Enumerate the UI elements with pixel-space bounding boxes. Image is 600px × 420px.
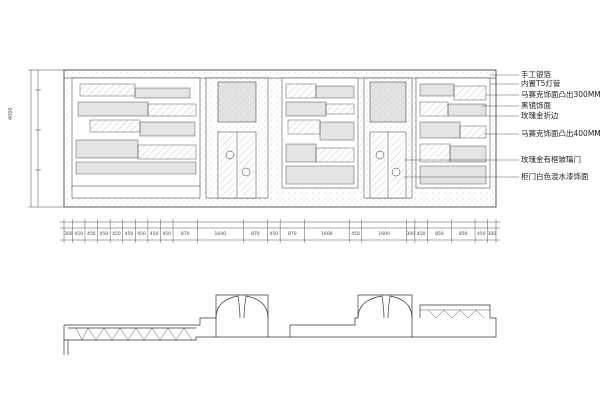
dimension-label: 450 bbox=[99, 232, 109, 237]
overall-height-label: 4000 bbox=[8, 107, 14, 120]
dimension-label: 450 bbox=[269, 232, 279, 237]
dimension-label: 1640 bbox=[214, 232, 226, 237]
dimension-label: 450 bbox=[112, 232, 121, 237]
dimension-label: 850 bbox=[458, 232, 468, 237]
annotation-label: 玫瑰金有框玻璃门 bbox=[521, 155, 581, 164]
dimension-label: 1600 bbox=[321, 232, 333, 237]
dimension-label: 300 bbox=[64, 232, 73, 237]
plan-view bbox=[63, 294, 497, 355]
annotation-label: 手工银箔 bbox=[521, 70, 551, 79]
dimension-label: 450 bbox=[137, 232, 146, 237]
dimension-label: 450 bbox=[124, 232, 134, 237]
annotation-leaders bbox=[404, 74, 519, 178]
dimension-label: 300 bbox=[406, 232, 416, 237]
annotation-label: 黑镜饰面 bbox=[521, 101, 551, 110]
dimension-label: 1600 bbox=[378, 232, 390, 237]
dimension-label: 450 bbox=[416, 232, 426, 237]
height-dimension bbox=[28, 69, 64, 208]
annotation-label: 马赛克饰面凸出300MM bbox=[521, 90, 600, 99]
dimension-label: 450 bbox=[351, 232, 360, 237]
annotation-label: 玫瑰金折边 bbox=[521, 111, 559, 120]
dimension-label: 300 bbox=[487, 232, 497, 237]
dimension-label: 870 bbox=[251, 232, 260, 237]
dimension-label: 450 bbox=[477, 232, 486, 237]
main-elevation bbox=[63, 69, 497, 208]
annotation-label: 内置T5灯管 bbox=[521, 79, 561, 88]
annotation-label: 柜门白色混水漆饰面 bbox=[521, 172, 589, 181]
dimension-label: 870 bbox=[287, 232, 297, 237]
dimension-ticks bbox=[63, 219, 497, 243]
dimension-label: 450 bbox=[74, 232, 83, 237]
dimension-label: 450 bbox=[149, 232, 159, 237]
dimension-label: 850 bbox=[435, 232, 444, 237]
dimension-label: 870 bbox=[180, 232, 190, 237]
dimension-label: 450 bbox=[162, 232, 172, 237]
dimension-label: 450 bbox=[86, 232, 96, 237]
annotation-label: 马赛克饰面凸出400MM bbox=[521, 129, 600, 138]
